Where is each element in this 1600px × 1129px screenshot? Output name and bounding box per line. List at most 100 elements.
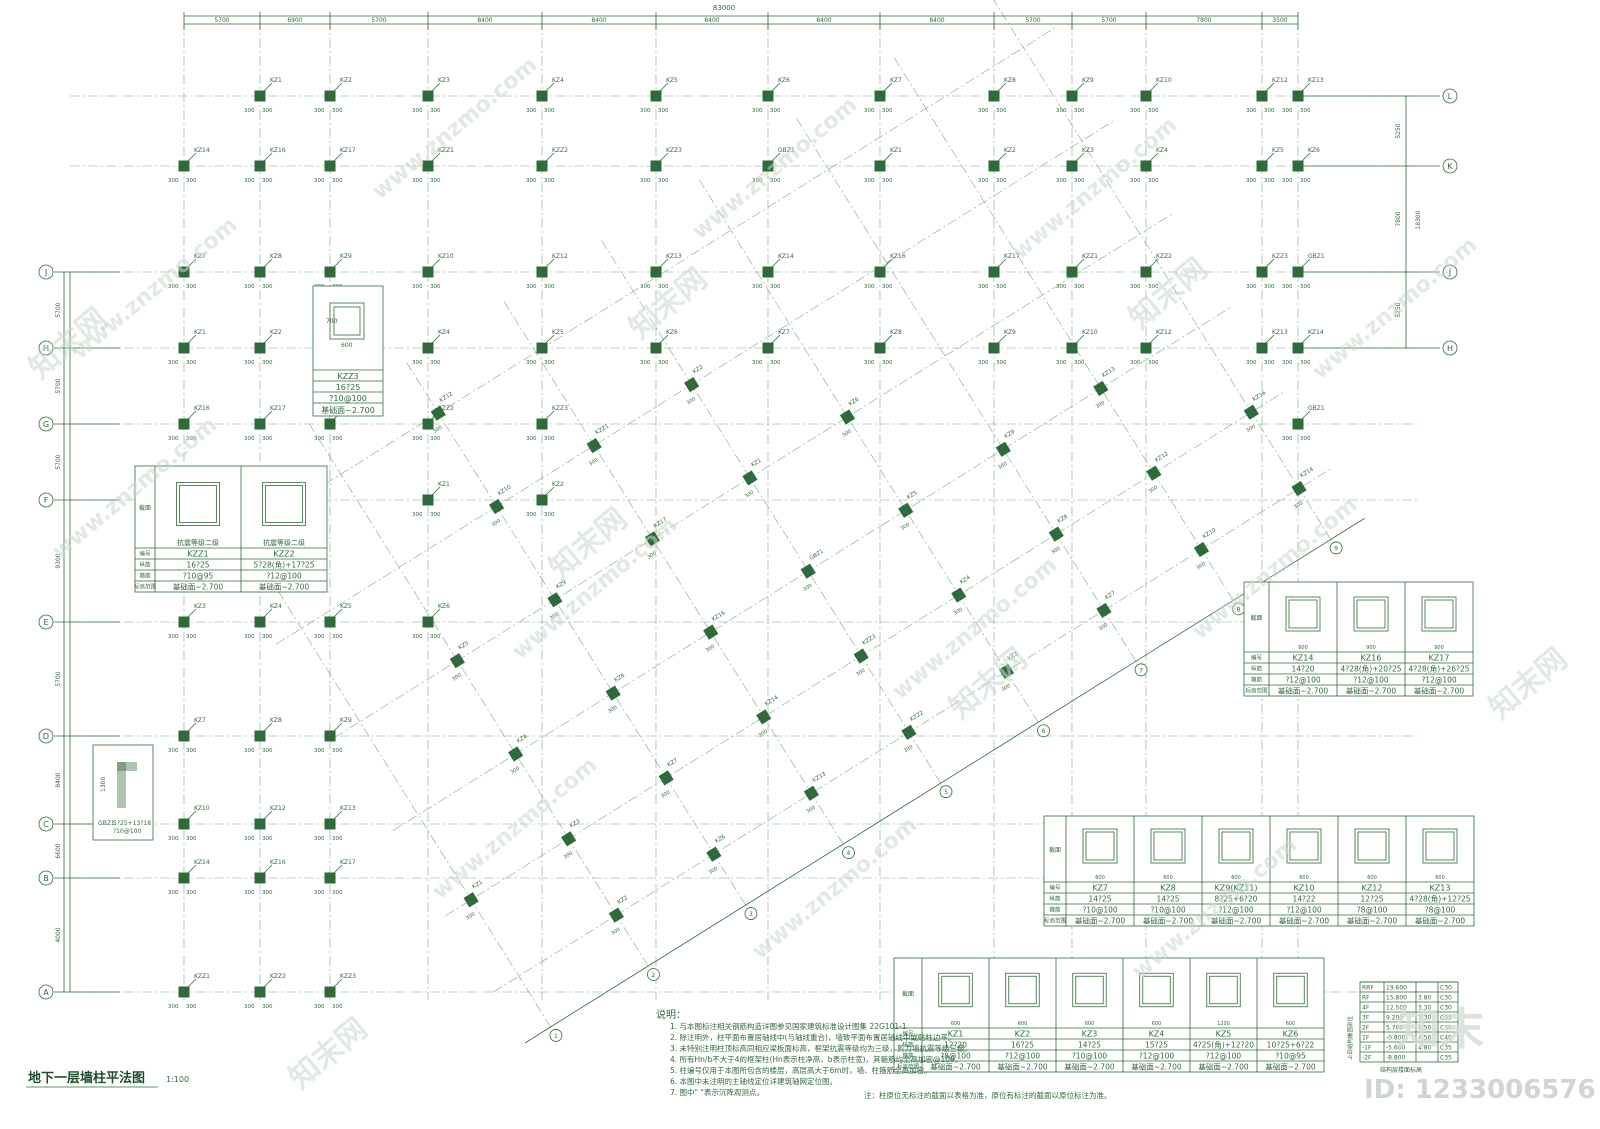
column-mark bbox=[703, 624, 719, 640]
column-dim: 300 bbox=[544, 284, 555, 290]
column-mark bbox=[547, 592, 563, 608]
skew-axis-label: 8 bbox=[1237, 606, 1241, 613]
column-dim: 300 bbox=[640, 178, 651, 184]
column-tag: KZ7 bbox=[194, 253, 206, 260]
column-mark bbox=[536, 342, 548, 354]
column-dim: 300 bbox=[186, 748, 197, 754]
column-dim: 300 bbox=[1300, 108, 1311, 114]
column-dim: 300 bbox=[1246, 108, 1257, 114]
column-dim: 300 bbox=[168, 360, 179, 366]
column-mark bbox=[178, 730, 190, 742]
column-mark bbox=[324, 266, 336, 278]
column-leader bbox=[430, 152, 441, 163]
schedule-name: KZ4 bbox=[1149, 1029, 1165, 1038]
schedule-rebar: 14?25 bbox=[1156, 894, 1179, 903]
column-tag: KZ12 bbox=[1272, 77, 1288, 84]
column-mark bbox=[650, 266, 662, 278]
column-tag: KZ10 bbox=[1156, 77, 1172, 84]
column-leader bbox=[332, 152, 343, 163]
column-dim: 300 bbox=[262, 634, 273, 640]
column-dim: 300 bbox=[168, 1004, 179, 1010]
column-dim: 300 bbox=[607, 705, 618, 715]
column-dim: 300 bbox=[1300, 284, 1311, 290]
level-footer: 结构层楼面标高 bbox=[1380, 1066, 1422, 1074]
schedule-stirrup: ?12@100 bbox=[266, 571, 302, 580]
schedule-stirrup: ?8@100 bbox=[940, 1051, 971, 1060]
column-dim: 300 bbox=[640, 108, 651, 114]
column-leader bbox=[544, 334, 555, 345]
column-dim: 300 bbox=[1282, 284, 1293, 290]
schedule-elev: 基础面~2.700 bbox=[997, 1061, 1047, 1071]
column-leader bbox=[186, 152, 197, 163]
column-tag: KZ4 bbox=[438, 329, 450, 336]
kzz3-rebar: 16?25 bbox=[336, 383, 361, 392]
column-mark bbox=[1292, 160, 1304, 172]
column-leader bbox=[1264, 334, 1275, 345]
column-dim: 300 bbox=[588, 457, 599, 467]
column-dim: 300 bbox=[996, 178, 1007, 184]
column-dim: 300 bbox=[646, 551, 657, 561]
column-leader bbox=[1148, 334, 1159, 345]
column-dim: 300 bbox=[841, 429, 852, 439]
column-dim: 300 bbox=[1282, 436, 1293, 442]
top-dimension-text: 5700 bbox=[1025, 17, 1040, 24]
level-cell: 19.600 bbox=[1386, 985, 1407, 992]
column-dim: 300 bbox=[244, 748, 255, 754]
column-mark bbox=[874, 342, 886, 354]
column-leader bbox=[658, 334, 669, 345]
column-dim: 300 bbox=[262, 1004, 273, 1010]
section-stirrup bbox=[1276, 975, 1305, 1005]
column-dim: 300 bbox=[770, 360, 781, 366]
schedule-rebar: 16?25 bbox=[186, 560, 209, 569]
schedule-elev: 基础面~2.700 bbox=[1211, 915, 1261, 925]
column-tag: KZ14 bbox=[194, 859, 210, 866]
column-dim: 300 bbox=[186, 436, 197, 442]
skew-grid-line bbox=[601, 240, 941, 784]
note-item: 4. 所有Hn/b不大于4的框架柱(Hn表示柱净高，b表示柱宽)，其箍筋均全高加… bbox=[670, 1054, 962, 1064]
schedule-elev: 基础面~2.700 bbox=[1143, 915, 1193, 925]
column-dim: 300 bbox=[1300, 178, 1311, 184]
column-mark bbox=[422, 494, 434, 506]
column-dim: 300 bbox=[1074, 108, 1085, 114]
level-cell: C35 bbox=[1440, 1055, 1452, 1062]
column-dim: 300 bbox=[802, 583, 813, 593]
axis-bubble bbox=[38, 264, 54, 280]
column-dim: 300 bbox=[1095, 400, 1106, 410]
column-tag: KZ17 bbox=[340, 859, 356, 866]
column-leader bbox=[1264, 152, 1275, 163]
schedule-stirrup: ?8@100 bbox=[1357, 905, 1388, 914]
column-dim: 300 bbox=[332, 1004, 343, 1010]
column-dim: 300 bbox=[882, 178, 893, 184]
kzz3-name: KZZ3 bbox=[337, 372, 358, 381]
schedule-elev: 基础面~2.700 bbox=[930, 1061, 980, 1071]
column-dim: 300 bbox=[864, 360, 875, 366]
column-dim: 300 bbox=[332, 436, 343, 442]
skew-axis-label: 6 bbox=[1042, 728, 1046, 735]
column-tag: KZ16 bbox=[711, 610, 727, 623]
column-leader bbox=[658, 152, 669, 163]
column-leader bbox=[544, 152, 555, 163]
column-leader bbox=[1074, 152, 1085, 163]
skew-axis-bubble bbox=[1329, 541, 1343, 555]
watermark-site: www.znzmo.com bbox=[1008, 113, 1182, 265]
column-mark bbox=[254, 418, 266, 430]
column-leader bbox=[770, 82, 781, 93]
schedule-elev: 基础面~2.700 bbox=[1198, 1061, 1248, 1071]
schedule-elev: 基础面~2.700 bbox=[1279, 915, 1329, 925]
column-tag: KZ13 bbox=[340, 805, 356, 812]
column-mark bbox=[178, 986, 190, 998]
column-dim: 300 bbox=[610, 927, 621, 937]
column-mark bbox=[1256, 90, 1268, 102]
column-mark bbox=[1093, 380, 1109, 396]
column-leader bbox=[770, 334, 781, 345]
schedule-name: KZ1 bbox=[948, 1029, 964, 1038]
column-leader bbox=[262, 978, 273, 989]
column-tag: KZ3 bbox=[569, 818, 582, 829]
column-dim: 300 bbox=[1148, 108, 1159, 114]
column-dim: 300 bbox=[544, 360, 555, 366]
column-leader bbox=[186, 334, 197, 345]
column-mark bbox=[874, 90, 886, 102]
schedule-row-label: 编号 bbox=[139, 550, 151, 558]
